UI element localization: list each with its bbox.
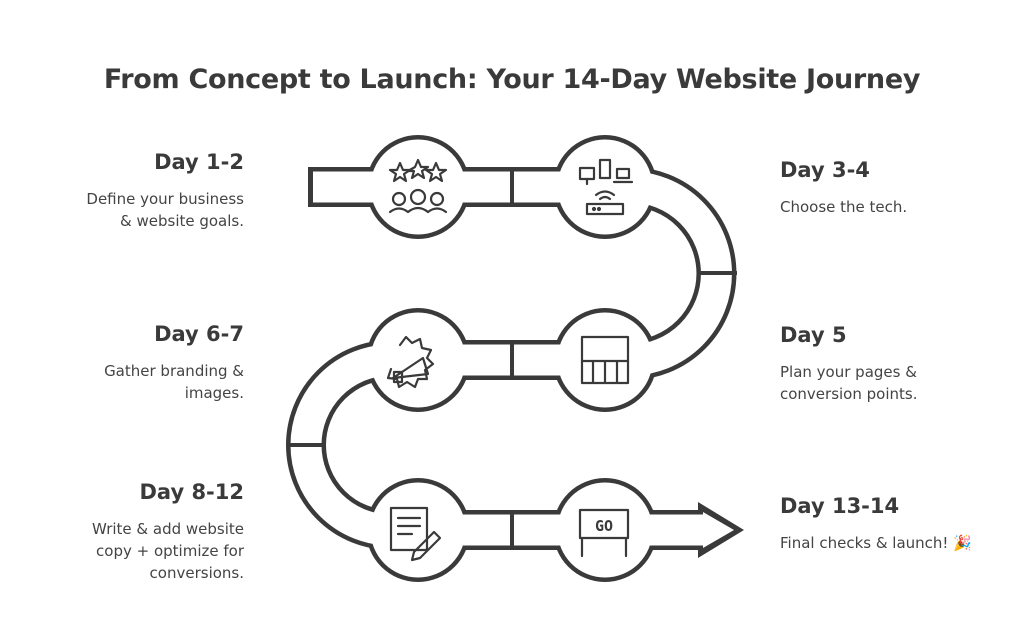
- step-day-5: Day 5 Plan your pages & conversion point…: [780, 323, 1000, 405]
- step-description: Gather branding & images.: [104, 362, 244, 402]
- page-layout-icon: [580, 335, 630, 385]
- step-heading: Day 13-14: [780, 494, 900, 518]
- step-description: Plan your pages & conversion points.: [780, 363, 918, 403]
- megaphone-icon: [386, 335, 435, 389]
- step-description: Choose the tech.: [780, 198, 908, 216]
- step-description: Write & add website copy + optimize for …: [92, 520, 244, 582]
- step-day-3-4: Day 3-4 Choose the tech.: [780, 158, 1000, 218]
- go-sign-icon: [578, 508, 630, 558]
- devices-router-icon: [578, 158, 634, 216]
- go-label: GO: [595, 517, 613, 535]
- step-day-1-2: Day 1-2 Define your business & website g…: [24, 150, 244, 232]
- diagram-title: From Concept to Launch: Your 14-Day Webs…: [103, 64, 921, 95]
- step-heading: Day 8-12: [139, 480, 244, 504]
- step-heading: Day 6-7: [154, 322, 244, 346]
- step-heading: Day 1-2: [154, 150, 244, 174]
- step-day-13-14: Day 13-14 Final checks & launch! 🎉: [780, 494, 1000, 554]
- step-day-8-12: Day 8-12 Write & add website copy + opti…: [24, 480, 244, 584]
- document-pencil-icon: [389, 506, 442, 562]
- step-day-6-7: Day 6-7 Gather branding & images.: [24, 322, 244, 404]
- step-description: Define your business & website goals.: [86, 190, 244, 230]
- step-description: Final checks & launch! 🎉: [780, 534, 972, 552]
- step-heading: Day 3-4: [780, 158, 870, 182]
- step-heading: Day 5: [780, 323, 847, 347]
- stars-people-icon: [388, 158, 448, 214]
